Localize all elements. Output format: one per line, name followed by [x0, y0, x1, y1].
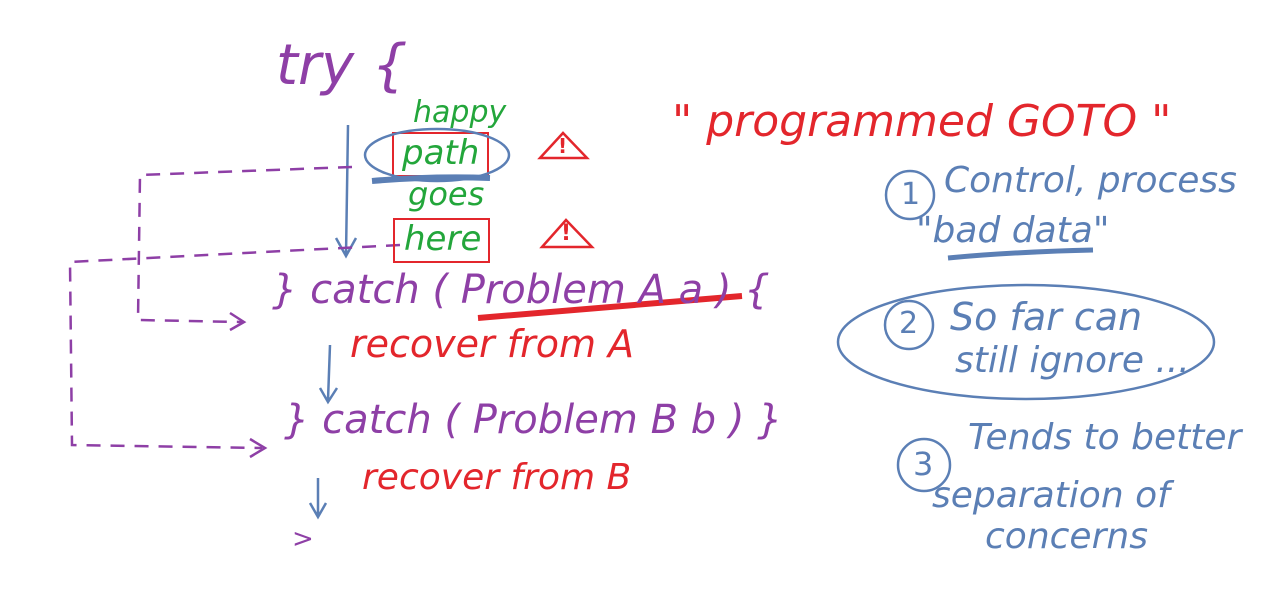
point-3-line-1: Tends to better: [968, 417, 1242, 458]
circle-3: [896, 437, 952, 493]
jump-arrow-b-head: [249, 437, 268, 459]
programmed-goto-quote: " programmed GOTO ": [672, 96, 1172, 147]
bad-data-underline: [947, 247, 1094, 261]
point-3-line-3: concerns: [985, 516, 1148, 557]
flow-arrow-b: [308, 478, 328, 520]
point-1-number: 1: [901, 177, 921, 212]
point-2-line-1: So far can: [950, 295, 1143, 339]
catch-a-line: } catch ( Problem A a ) {: [272, 267, 770, 313]
warning-triangle-1: [537, 131, 590, 160]
problem-a-underline: [477, 293, 743, 321]
here-box: [393, 218, 490, 263]
recover-b: recover from B: [362, 457, 632, 498]
warning-triangle-2: [539, 218, 595, 249]
happy-line-4: here: [404, 219, 482, 259]
end-mark: >: [292, 524, 314, 554]
circle-2: [883, 299, 935, 351]
path-underline: [371, 174, 491, 184]
point-3-number: 3: [913, 445, 934, 483]
path-circle: [363, 127, 511, 183]
flow-arrow-main: [334, 124, 358, 259]
circle-1: [884, 169, 936, 221]
happy-line-1: happy: [413, 95, 507, 130]
point-3-line-2: separation of: [932, 475, 1170, 516]
try-keyword: try {: [276, 33, 408, 98]
flow-arrow-a: [318, 344, 339, 405]
point-2-ellipse: [836, 283, 1216, 401]
happy-line-2: path: [402, 133, 480, 173]
recover-a: recover from A: [350, 322, 635, 366]
point-2-number: 2: [899, 306, 919, 341]
jump-arrow-b: [68, 243, 401, 450]
point-2-line-2: still ignore ...: [955, 340, 1190, 381]
jump-arrow-a-head: [229, 311, 247, 332]
warning-mark-2: !: [561, 221, 572, 246]
catch-b-line: } catch ( Problem B b ) }: [284, 397, 783, 443]
happy-line-3: goes: [408, 175, 485, 213]
jump-arrow-a: [136, 165, 353, 324]
point-1-line-2: "bad data": [916, 210, 1110, 251]
warning-mark-1: !: [558, 134, 568, 158]
point-1-line-1: Control, process: [944, 160, 1237, 201]
